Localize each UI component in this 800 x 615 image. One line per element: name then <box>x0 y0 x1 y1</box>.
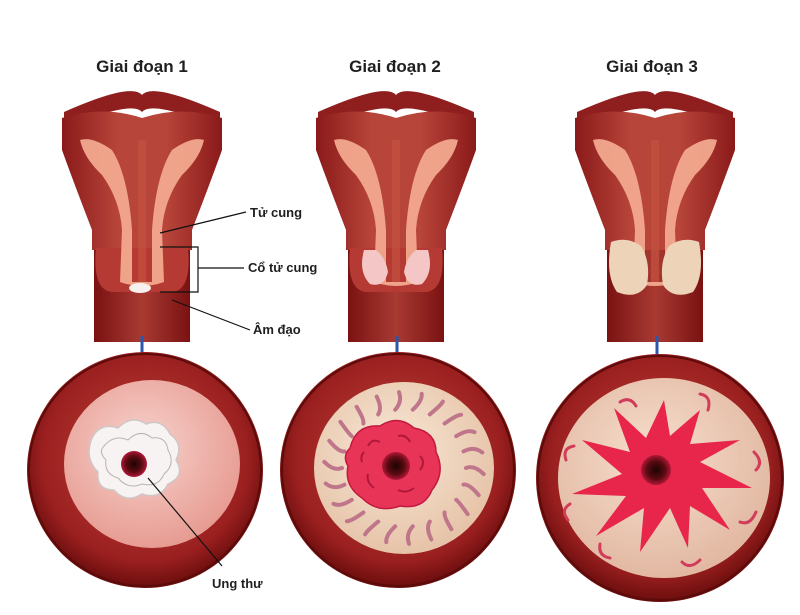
stage-2-streak <box>461 482 481 498</box>
cervix-bracket <box>160 246 199 293</box>
stage-3-tumor-left <box>609 239 649 295</box>
stage-2-streak <box>384 524 398 545</box>
stage-2-streak <box>344 510 366 524</box>
cancer-leader-line <box>147 477 223 567</box>
stage-2-streak <box>442 510 454 532</box>
stage-2-streak <box>331 497 354 507</box>
stage-3-os <box>641 455 671 485</box>
stage-2-streak <box>322 459 344 471</box>
stage-2-streak <box>374 394 382 417</box>
label-vagina: Âm đạo <box>253 322 301 337</box>
stage-2-streak <box>454 497 470 517</box>
label-uterus: Tử cung <box>250 205 302 220</box>
stage-2-streak <box>461 446 485 455</box>
stage-2-lesion-left <box>362 250 388 285</box>
stage-2-os <box>382 452 410 480</box>
stage-1-title: Giai đoạn 1 <box>96 57 188 76</box>
stage-2-streak <box>323 481 347 490</box>
stage-2-streak <box>405 524 415 546</box>
stage-2-uterus-illustration <box>316 91 476 342</box>
stage-2-streak <box>427 399 445 417</box>
stage-3-cervix-view <box>536 354 784 602</box>
stage-2-title: Giai đoạn 2 <box>349 57 441 76</box>
label-cancer: Ung thư <box>212 576 263 591</box>
label-cervix: Cổ tử cung <box>248 260 317 275</box>
stage-2-streak <box>454 429 477 439</box>
stage-2-streak <box>410 391 424 412</box>
stage-2-streak <box>426 519 434 542</box>
stage-3-tumor-right <box>661 239 701 295</box>
stage-1-uterus-illustration <box>62 91 222 342</box>
stage-3-title: Giai đoạn 3 <box>606 57 698 76</box>
stage-1-small-lesion <box>129 283 151 293</box>
uterus-leader-line <box>159 211 247 234</box>
stage-2-streak <box>442 412 464 426</box>
stage-2-streaks <box>322 390 486 546</box>
vagina-leader-line <box>171 299 251 331</box>
anatomy-callouts <box>159 211 251 331</box>
stage-2-streak <box>393 390 403 412</box>
stage-2-streak <box>327 438 347 454</box>
stage-2-lesion-right <box>404 250 430 285</box>
stage-3-uterus-illustration <box>575 91 735 342</box>
stage-2-cervix-view <box>280 352 516 588</box>
stage-2-streak <box>354 404 366 426</box>
stage-1-cervix-view <box>27 352 263 588</box>
stage-1-os <box>121 451 147 477</box>
stage-2-streak <box>464 465 486 477</box>
stage-2-streak <box>338 419 354 439</box>
stage-2-streak <box>363 519 381 537</box>
